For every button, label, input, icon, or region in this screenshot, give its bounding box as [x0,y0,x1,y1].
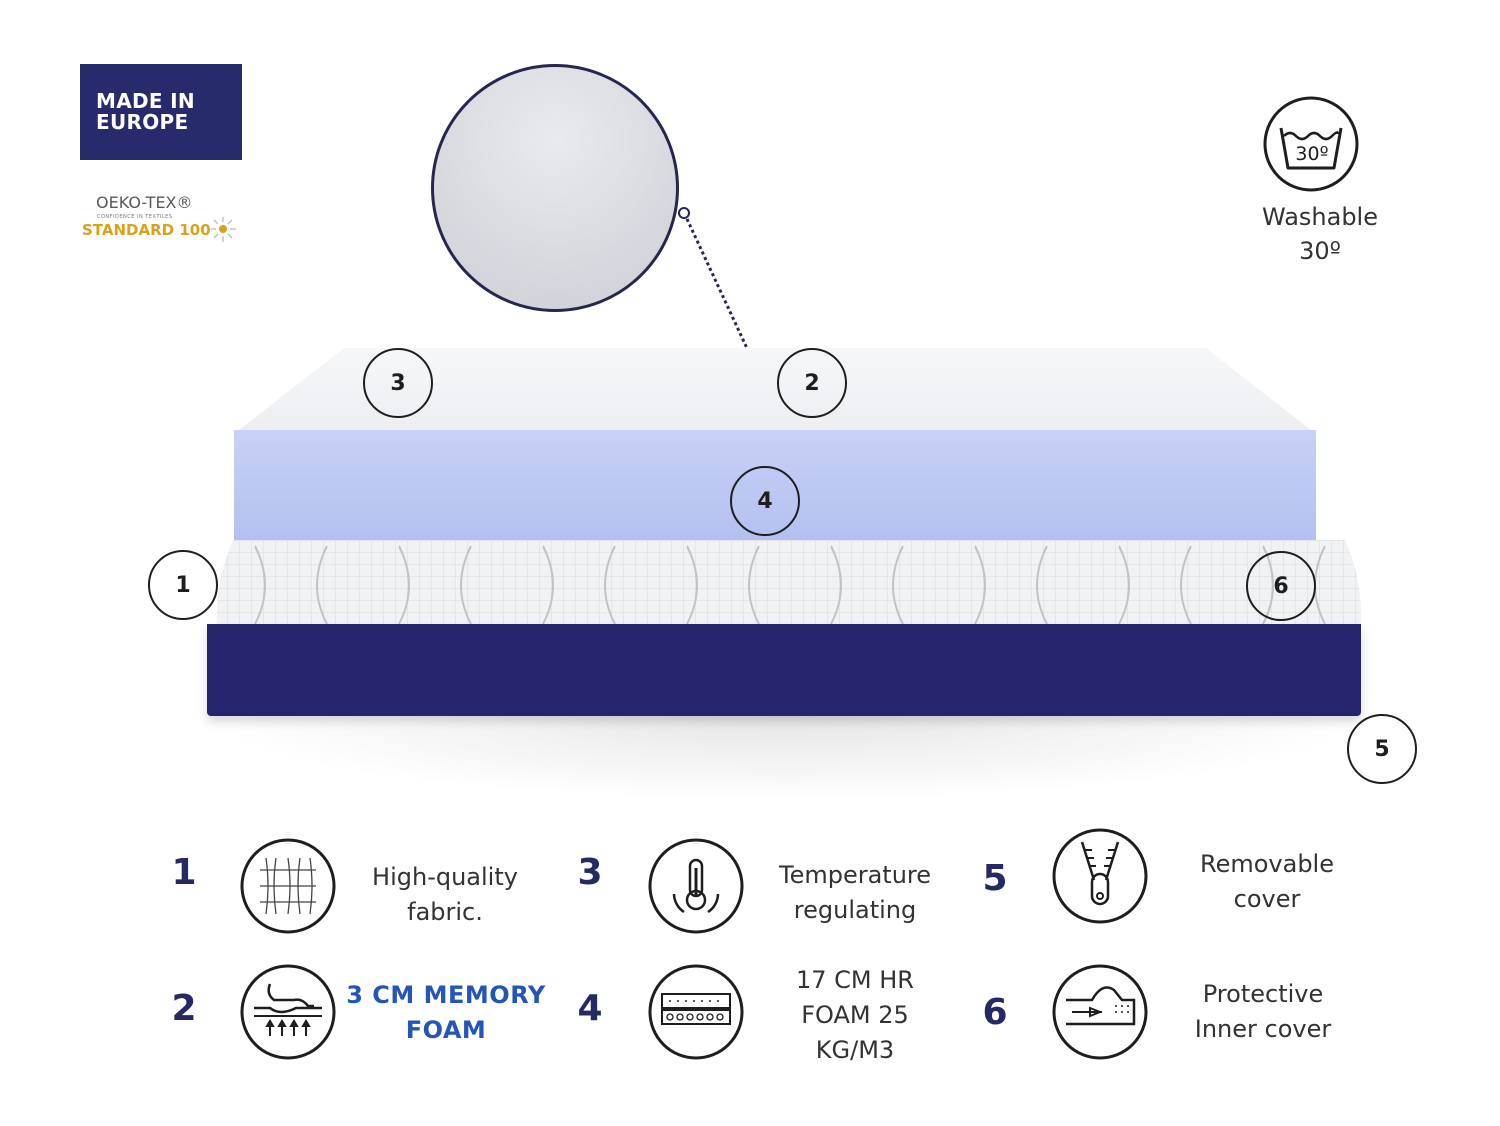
legend-number-6: 6 [982,992,1008,1033]
legend-text-2: 3 CM MEMORY FOAM [340,978,552,1048]
legend-text-4-line1: 17 CM HR [796,966,914,994]
made-in-europe-badge: MADE IN EUROPE [80,64,242,160]
thermometer-icon [648,838,744,934]
legend-number-1: 1 [171,852,197,893]
marker-4: 4 [730,466,800,536]
oeko-tex-tagline: CONFIDENCE IN TEXTILES [97,214,173,220]
legend-text-4-line2: FOAM 25 [801,1001,909,1029]
washable-30-icon: 30º [1263,96,1359,192]
legend-text-4: 17 CM HR FOAM 25 KG/M3 [760,963,950,1068]
legend-number-2: 2 [171,988,197,1029]
legend-text-5-line2: cover [1233,885,1301,913]
memory-foam-icon [240,964,336,1060]
eu-stars-icon [80,64,242,160]
legend-text-2-line2: FOAM [405,1016,487,1044]
legend-text-6-line2: Inner cover [1194,1015,1332,1043]
legend-text-4-line3: KG/M3 [815,1036,895,1064]
legend-text-1: High-quality fabric. [350,860,540,930]
zipper-icon [1052,828,1148,924]
legend-text-2-line1: 3 CM MEMORY [346,981,546,1009]
marker-5: 5 [1347,714,1417,784]
legend-text-3: Temperature regulating [760,858,950,928]
mattress-base-cover [207,624,1361,716]
made-in-europe-text: MADE IN EUROPE [96,91,195,133]
mattress-shadow [240,716,1330,796]
fabric-zoom-callout [431,64,679,312]
wash-temperature-text: 30º [1295,143,1328,165]
legend-text-6: Protective Inner cover [1168,977,1358,1047]
washable-label-line2: 30º [1299,237,1341,265]
legend-text-1-line2: fabric. [407,898,483,926]
marker-6: 6 [1246,551,1316,621]
legend-text-3-line1: Temperature [778,861,932,889]
marker-2: 2 [777,348,847,418]
legend-number-4: 4 [577,988,603,1029]
legend-number-5: 5 [982,858,1008,899]
marker-3: 3 [363,348,433,418]
legend-text-3-line2: regulating [793,896,917,924]
legend-text-1-line1: High-quality [372,863,518,891]
made-in-line: MADE IN [96,89,195,113]
topper-top-surface [234,348,1316,434]
legend-number-3: 3 [577,852,603,893]
legend-text-6-line1: Protective [1202,980,1324,1008]
foam-layers-icon [648,964,744,1060]
legend-text-5-line1: Removable [1199,850,1334,878]
quilted-cover-layer [216,540,1362,626]
legend-text-5: Removable cover [1172,847,1362,917]
europe-line: EUROPE [96,110,189,134]
washable-label: Washable 30º [1240,200,1400,268]
oeko-tex-standard: STANDARD 100 [82,221,211,239]
fabric-icon [240,838,336,934]
inner-cover-icon [1052,964,1148,1060]
washable-label-line1: Washable [1262,203,1378,231]
oeko-tex-brand: OEKO-TEX® [96,193,193,212]
oeko-tex-badge: OEKO-TEX® CONFIDENCE IN TEXTILES STANDAR… [82,193,242,243]
marker-1: 1 [148,550,218,620]
oeko-flower-icon [211,217,236,242]
